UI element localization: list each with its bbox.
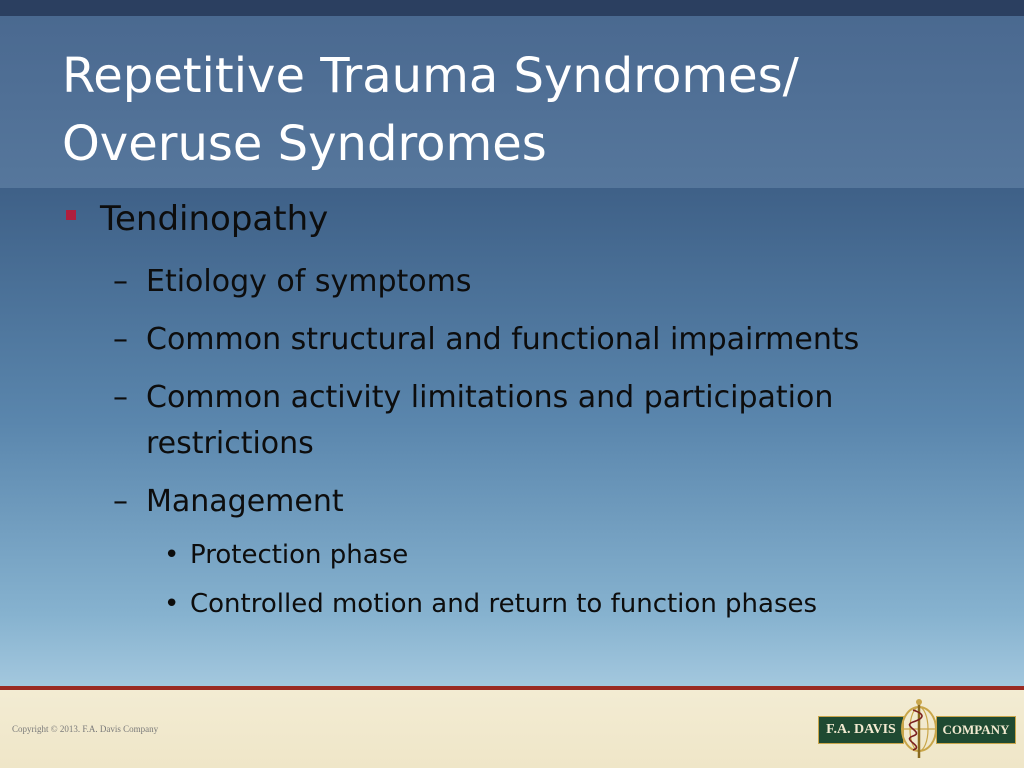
sub-item-text: Common structural and functional impairm…: [146, 322, 860, 357]
title-band: Repetitive Trauma Syndromes/ Overuse Syn…: [0, 16, 1024, 188]
copyright-text: Copyright © 2013. F.A. Davis Company: [12, 724, 159, 734]
square-bullet-icon: [66, 210, 76, 220]
dash-icon: –: [113, 322, 128, 357]
bullet-text: Tendinopathy: [100, 199, 329, 239]
dash-icon: –: [113, 264, 128, 299]
footer-rule: [0, 686, 1024, 690]
sub-item-text: Etiology of symptoms: [146, 264, 472, 299]
fa-davis-logo: F.A. DAVIS COMPANY: [818, 698, 1016, 760]
sub-item-text: Management: [146, 484, 344, 519]
footer: Copyright © 2013. F.A. Davis Company F.A…: [0, 690, 1024, 768]
logo-right-box: COMPANY: [936, 716, 1016, 744]
caduceus-globe-icon: [901, 699, 937, 758]
title-line-2: Overuse Syndromes: [62, 116, 547, 172]
dot-icon: •: [164, 540, 180, 570]
logo-left-box: F.A. DAVIS: [818, 716, 904, 744]
title-line-1: Repetitive Trauma Syndromes/: [62, 48, 799, 104]
slide-title: Repetitive Trauma Syndromes/ Overuse Syn…: [62, 42, 962, 178]
sub-item-text: Common activity limitations and particip…: [146, 380, 834, 461]
dash-icon: –: [113, 484, 128, 519]
sub-sub-item-text: Protection phase: [190, 540, 409, 570]
dot-icon: •: [164, 589, 180, 619]
top-strip: [0, 0, 1024, 16]
sub-sub-item-text: Controlled motion and return to function…: [190, 589, 818, 619]
dash-icon: –: [113, 380, 128, 415]
